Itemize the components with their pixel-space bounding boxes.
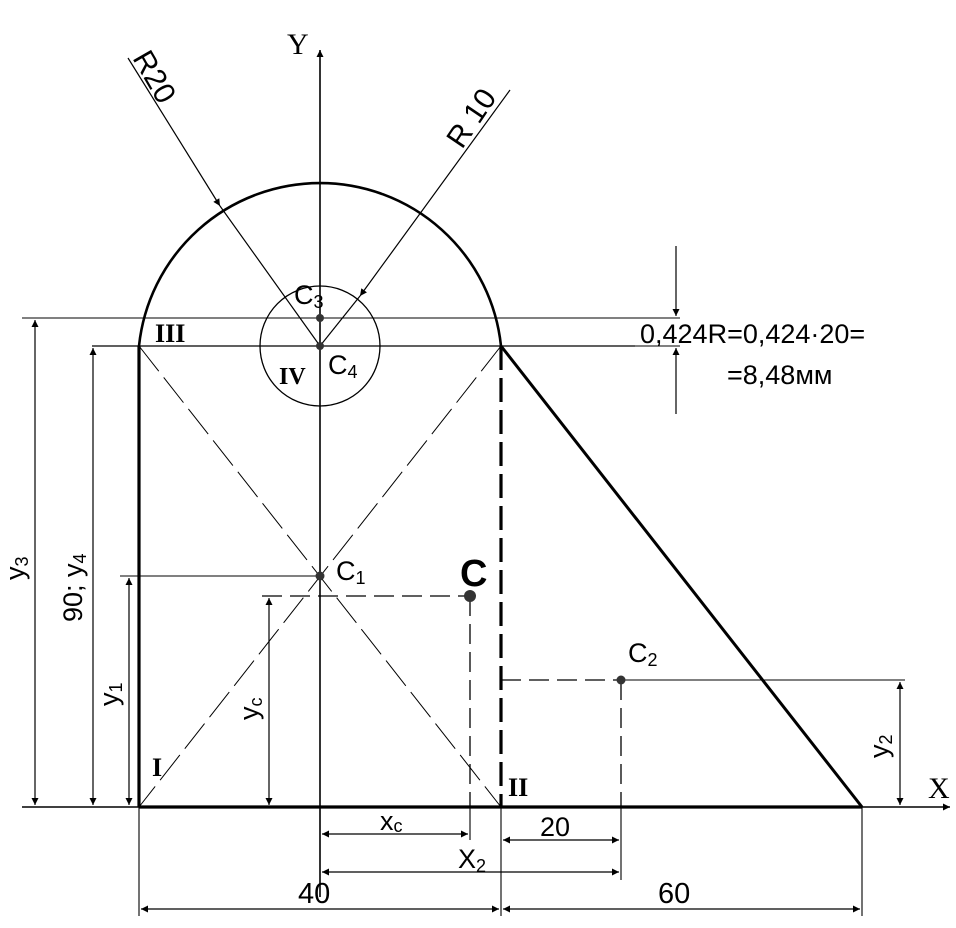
region-1-label: I: [152, 753, 162, 782]
dim-xc-label: xc: [380, 806, 403, 836]
dim-y1-label: y1: [94, 682, 126, 706]
x-axis-label: X: [928, 772, 950, 805]
point-c4: [316, 342, 324, 350]
point-c: [464, 590, 476, 602]
horizontal-dimensions: [141, 830, 860, 913]
y-axis-label: Y: [287, 28, 309, 61]
note-line-1: 0,424R=0,424·20=: [640, 319, 865, 349]
label-c4: C4: [328, 350, 358, 382]
part-outline: [92, 181, 864, 809]
region-4-label: IV: [279, 364, 306, 390]
point-c1: [315, 571, 325, 581]
dim-x2-label: X2: [458, 844, 486, 876]
label-c2: C2: [628, 638, 658, 670]
region-3-label: III: [155, 319, 185, 348]
vertical-dimensions: [31, 246, 904, 805]
dim-60-label: 60: [658, 878, 690, 910]
dim-20-label: 20: [540, 812, 570, 842]
dim-y2-label: y2: [864, 734, 896, 758]
center-points: [315, 314, 626, 685]
projection-lines: [262, 595, 622, 807]
r10-leader-inner: [319, 295, 361, 347]
label-c1: C1: [336, 556, 366, 588]
r10-leader: [359, 89, 511, 297]
outline-hypotenuse: [499, 345, 864, 808]
label-c3: C3: [294, 280, 324, 312]
region-2-label: II: [508, 773, 528, 802]
hole-circle: [259, 285, 381, 407]
dim-y3-label: y3: [0, 556, 32, 580]
radius-callouts: [127, 57, 511, 347]
point-c2: [616, 675, 626, 685]
dim-yc-label: yc: [234, 698, 266, 721]
dim-40-label: 40: [298, 878, 330, 910]
r20-label: R20: [126, 45, 182, 109]
semicircle-arc: [137, 181, 503, 347]
r20-leader-inner: [219, 205, 321, 347]
r20-leader: [127, 57, 221, 207]
extension-lines: [22, 317, 905, 916]
dim-y4-label: 90; y4: [58, 553, 90, 622]
r10-label: R 10: [440, 83, 503, 154]
label-c: C: [460, 553, 487, 595]
note-line-2: =8,48мм: [727, 360, 832, 390]
point-c3: [316, 314, 324, 322]
